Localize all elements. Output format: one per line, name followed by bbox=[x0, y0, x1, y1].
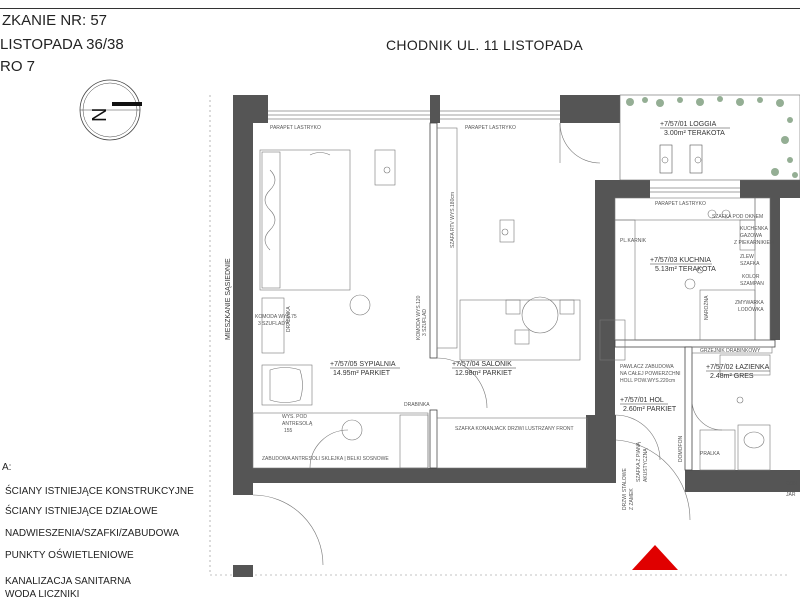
svg-text:3 SZUFLADY: 3 SZUFLADY bbox=[258, 321, 289, 327]
room-label-hall: +7/57/01 HOL 2.60m² PARKIET bbox=[620, 397, 677, 413]
svg-text:12.98m² PARKIET: 12.98m² PARKIET bbox=[455, 370, 513, 377]
top-border bbox=[0, 8, 800, 9]
svg-text:DRABINKA: DRABINKA bbox=[404, 402, 430, 408]
svg-text:+7/57/01 HOL: +7/57/01 HOL bbox=[620, 397, 664, 404]
svg-text:DRABINKA: DRABINKA bbox=[286, 306, 292, 332]
svg-text:Z ZAMEK: Z ZAMEK bbox=[629, 488, 635, 510]
svg-text:PARAPET LASTRYKO: PARAPET LASTRYKO bbox=[465, 125, 516, 131]
svg-text:3 SZUFLAD: 3 SZUFLAD bbox=[422, 309, 428, 336]
room-label-bedroom: +7/57/05 SYPIALNIA 14.95m² PARKIET bbox=[330, 361, 400, 377]
svg-text:5.13m² TERAKOTA: 5.13m² TERAKOTA bbox=[655, 266, 716, 273]
svg-text:ZMYWARKA: ZMYWARKA bbox=[735, 300, 764, 306]
svg-text:2.60m² PARKIET: 2.60m² PARKIET bbox=[623, 406, 677, 413]
address: LISTOPADA 36/38 bbox=[0, 36, 124, 53]
svg-text:2.48m² GRES: 2.48m² GRES bbox=[710, 373, 754, 380]
svg-text:JAR: JAR bbox=[786, 492, 796, 498]
svg-text:PARAPET LASTRYKO: PARAPET LASTRYKO bbox=[655, 201, 706, 207]
neighbor-apartment-label: MIESZKANIE SĄSIEDNIE bbox=[225, 258, 232, 340]
legend-item-cabinets: NADWIESZENIA/SZAFKI/ZABUDOWA bbox=[5, 528, 180, 539]
svg-text:NAROŻNA: NAROŻNA bbox=[703, 295, 710, 320]
bedroom-furniture bbox=[252, 149, 429, 469]
room-label-bathroom: +7/57/02 ŁAZIENKA 2.48m² GRES bbox=[706, 364, 770, 380]
svg-text:KOLOR: KOLOR bbox=[742, 274, 760, 280]
room-label-living-room: +7/57/04 SALONIK 12.98m² PARKIET bbox=[452, 361, 516, 377]
svg-text:GAZOWA: GAZOWA bbox=[740, 233, 763, 239]
kitchen-furniture bbox=[614, 197, 771, 341]
compass-north-label: N bbox=[89, 108, 111, 122]
legend-item-sewage: KANALIZACJA SANITARNA bbox=[5, 576, 131, 587]
svg-text:SZAFKA KONANJACK DRZWI LUSTRZA: SZAFKA KONANJACK DRZWI LUSTRZANY FRONT bbox=[455, 426, 574, 432]
svg-text:+7/57/02 ŁAZIENKA: +7/57/02 ŁAZIENKA bbox=[706, 364, 770, 371]
legend-item-partition-walls: ŚCIANY ISTNIEJĄCE DZIAŁOWE bbox=[5, 506, 158, 517]
svg-text:ZLEW: ZLEW bbox=[740, 254, 754, 260]
svg-text:SZAFKA Z PIANĄ: SZAFKA Z PIANĄ bbox=[636, 441, 642, 482]
svg-text:14.95m² PARKIET: 14.95m² PARKIET bbox=[333, 370, 391, 377]
svg-text:SZAFKA: SZAFKA bbox=[740, 261, 760, 267]
svg-text:PRALKA: PRALKA bbox=[700, 451, 720, 457]
svg-text:KOMODA WYS.75: KOMODA WYS.75 bbox=[255, 314, 297, 320]
svg-text:DRZWI STALOWE: DRZWI STALOWE bbox=[622, 467, 628, 510]
bathroom-furniture bbox=[691, 346, 773, 471]
room-label-kitchen: +7/57/03 KUCHNIA 5.13m² TERAKOTA bbox=[650, 257, 716, 273]
entrance-arrow-icon bbox=[632, 545, 678, 570]
svg-text:+7/57/01 LOGGIA: +7/57/01 LOGGIA bbox=[660, 121, 717, 128]
svg-text:ANTRESOLĄ: ANTRESOLĄ bbox=[282, 421, 313, 427]
legend-item-light-points: PUNKTY OŚWIETLENIOWE bbox=[5, 550, 134, 561]
street-label: CHODNIK UL. 11 LISTOPADA bbox=[386, 37, 584, 53]
loggia bbox=[619, 94, 800, 181]
floor-number: RO 7 bbox=[0, 58, 36, 75]
svg-text:GRZEJNIK DRABINKOWY: GRZEJNIK DRABINKOWY bbox=[700, 348, 761, 354]
svg-text:SZAFA RTV WYS.180cm: SZAFA RTV WYS.180cm bbox=[450, 192, 456, 248]
legend-title: A: bbox=[2, 462, 12, 473]
legend-item-water-meters: WODA LICZNIKI bbox=[5, 589, 80, 600]
apartment-number: ZKANIE NR: 57 bbox=[2, 12, 108, 29]
structural-walls bbox=[233, 95, 800, 577]
svg-text:+7/57/05 SYPIALNIA: +7/57/05 SYPIALNIA bbox=[330, 361, 396, 368]
compass-icon: N bbox=[79, 79, 142, 141]
svg-text:PL.KARNIK: PL.KARNIK bbox=[620, 238, 647, 244]
svg-text:SZAFKA POD OKNEM: SZAFKA POD OKNEM bbox=[712, 214, 763, 220]
room-label-loggia: +7/57/01 LOGGIA 3.00m² TERAKOTA bbox=[660, 121, 730, 137]
windows bbox=[268, 110, 740, 193]
svg-text:3.00m² TERAKOTA: 3.00m² TERAKOTA bbox=[664, 130, 725, 137]
svg-text:+7/57/03 KUCHNIA: +7/57/03 KUCHNIA bbox=[650, 257, 711, 264]
living-room-furniture bbox=[436, 127, 626, 469]
svg-text:ZABUDOWA ANTRESOLI SKLEJKA | B: ZABUDOWA ANTRESOLI SKLEJKA | BELKI SOSNO… bbox=[262, 456, 389, 462]
svg-text:COR: COR bbox=[786, 481, 798, 487]
annotations: PARAPET LASTRYKO PARAPET LASTRYKO PARAPE… bbox=[255, 125, 798, 510]
svg-text:HOLL POW.WYS.220cm: HOLL POW.WYS.220cm bbox=[620, 378, 675, 384]
svg-text:Z PIEKARNIKIEM: Z PIEKARNIKIEM bbox=[734, 240, 774, 246]
svg-text:KOMODA WYS.120: KOMODA WYS.120 bbox=[416, 295, 422, 340]
svg-text:AKUSTYCZNĄ: AKUSTYCZNĄ bbox=[643, 448, 649, 482]
light-points bbox=[383, 166, 744, 404]
svg-text:KUCHENKA: KUCHENKA bbox=[740, 226, 768, 232]
svg-text:WYS. POD: WYS. POD bbox=[282, 414, 307, 420]
svg-text:SZAMPAN: SZAMPAN bbox=[740, 281, 764, 287]
svg-text:LODÓWKA: LODÓWKA bbox=[738, 306, 764, 313]
door-swings bbox=[252, 122, 723, 566]
legend-item-structural-walls: ŚCIANY ISTNIEJĄCE KONSTRUKCYJNE bbox=[5, 486, 194, 497]
svg-text:+7/57/04 SALONIK: +7/57/04 SALONIK bbox=[452, 361, 512, 368]
svg-text:DOMOFON: DOMOFON bbox=[678, 436, 684, 462]
svg-text:PARAPET LASTRYKO: PARAPET LASTRYKO bbox=[270, 125, 321, 131]
svg-text:PAWLACZ ZABUDOWA: PAWLACZ ZABUDOWA bbox=[620, 364, 674, 370]
svg-text:NA CAŁEJ POWIERZCHNI: NA CAŁEJ POWIERZCHNI bbox=[620, 371, 681, 377]
svg-text:155: 155 bbox=[284, 428, 293, 434]
